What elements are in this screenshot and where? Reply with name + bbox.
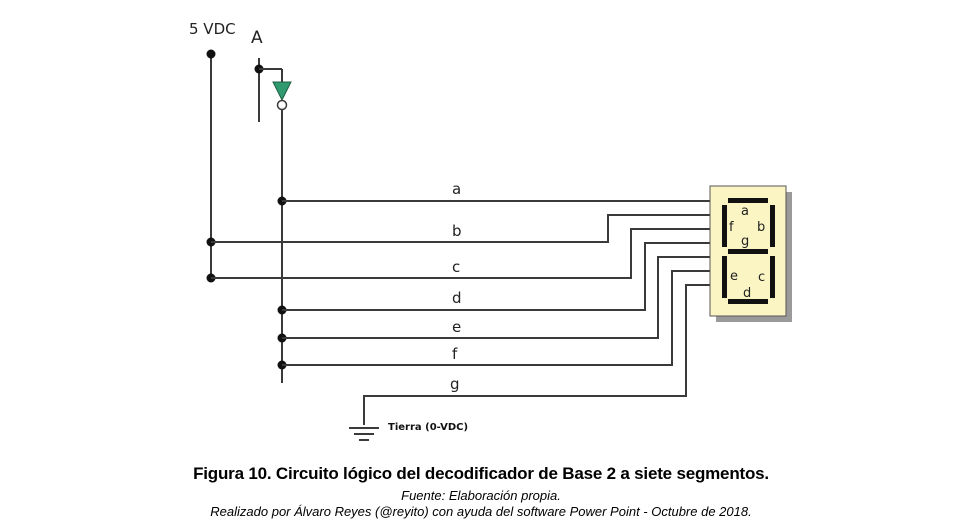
circuit-diagram: 5 VDC A a b c d e f g Tierra (0-VDC) <box>189 20 792 441</box>
not-gate-bubble <box>276 99 288 111</box>
ground-label: Tierra (0-VDC) <box>388 422 468 433</box>
wire-d <box>282 242 712 311</box>
wire-f <box>282 270 712 366</box>
wire-g <box>363 284 712 425</box>
input-label: A <box>251 28 263 48</box>
figure-caption-credit: Realizado por Álvaro Reyes (@reyito) con… <box>210 504 752 519</box>
supply-node <box>206 49 216 59</box>
segment-label-e: e <box>730 269 738 284</box>
wire-c <box>211 228 712 279</box>
line-label-d: d <box>452 289 462 307</box>
segment-e <box>722 256 727 298</box>
not-gate-icon <box>272 81 292 102</box>
ground-icon <box>349 427 379 441</box>
wire-b <box>211 214 712 243</box>
segment-a <box>728 198 768 203</box>
segment-d <box>728 299 768 304</box>
segment-label-d: d <box>743 286 751 301</box>
figure-caption-source: Fuente: Elaboración propia. <box>401 488 561 503</box>
segment-label-g: g <box>741 234 749 249</box>
line-label-e: e <box>452 318 461 336</box>
wire-e <box>282 256 712 339</box>
segment-b <box>770 205 775 247</box>
segment-label-b: b <box>757 220 765 235</box>
line-label-f: f <box>452 345 458 363</box>
segment-label-c: c <box>758 270 765 285</box>
segment-label-a: a <box>741 204 749 219</box>
segment-f <box>722 205 727 247</box>
line-label-g: g <box>450 375 460 393</box>
segment-c <box>770 256 775 298</box>
figure-caption-title: Figura 10. Circuito lógico del decodific… <box>193 464 769 483</box>
line-label-a: a <box>452 180 461 198</box>
line-label-c: c <box>452 258 460 276</box>
seven-segment-display: a b c d e f g <box>709 185 792 322</box>
line-label-b: b <box>452 222 462 240</box>
segment-label-f: f <box>729 220 734 235</box>
supply-label: 5 VDC <box>189 20 236 38</box>
segment-g <box>728 249 768 254</box>
